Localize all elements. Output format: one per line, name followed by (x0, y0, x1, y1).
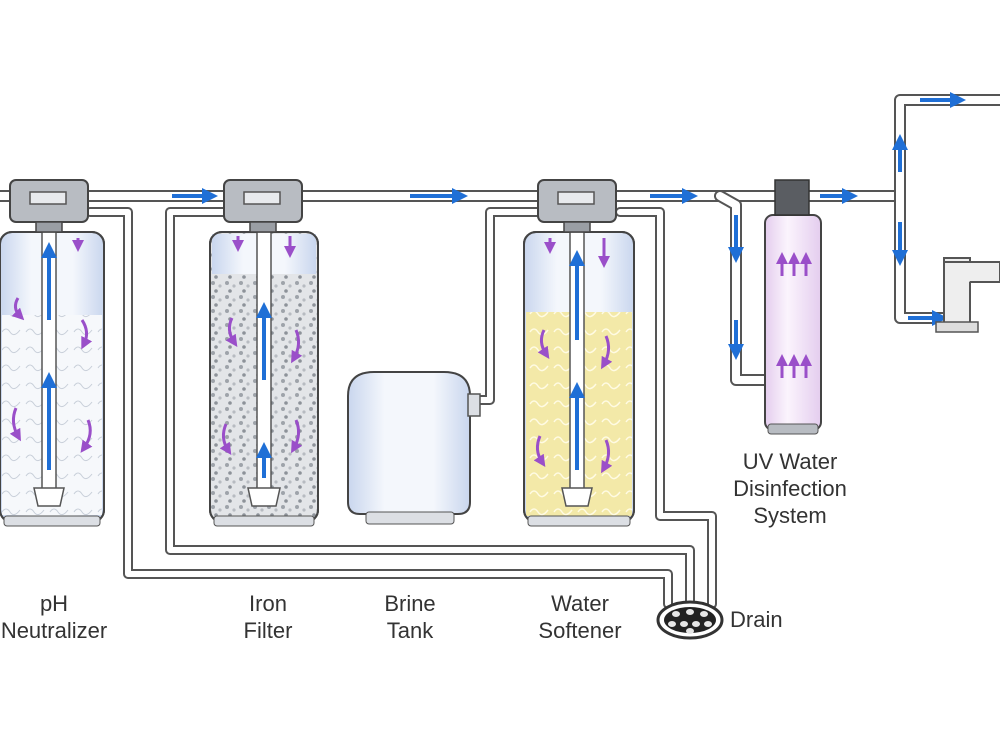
uv-feed-pipe (714, 190, 776, 386)
label-brine-tank: Brine Tank (350, 590, 470, 644)
water-softener-tank (523, 179, 635, 527)
label-line: Water (551, 591, 609, 616)
drain-grate-icon (656, 600, 724, 640)
label-line: Disinfection (733, 476, 847, 501)
label-line: Iron (249, 591, 287, 616)
flow-arrows (172, 92, 966, 360)
label-line: UV Water (742, 449, 838, 474)
label-line: Neutralizer (0, 618, 108, 643)
label-iron-filter: Iron Filter (208, 590, 328, 644)
control-valve-icon (537, 179, 617, 233)
brine-tank (347, 371, 481, 525)
label-line: Brine (384, 591, 436, 616)
uv-disinfection-unit (764, 179, 822, 435)
label-line: Tank (386, 618, 434, 643)
ph-neutralizer-tank (0, 179, 105, 527)
drain-pipes (85, 207, 717, 609)
label-line: Filter (243, 618, 293, 643)
label-water-softener: Water Softener (520, 590, 640, 644)
label-drain: Drain (730, 606, 800, 633)
label-ph-neutralizer: pH Neutralizer (0, 590, 114, 644)
label-line: pH (39, 591, 69, 616)
label-line: Softener (538, 618, 622, 643)
control-valve-icon (223, 179, 303, 233)
faucet-icon (935, 257, 1000, 333)
control-valve-icon (9, 179, 89, 233)
label-line: Drain (730, 607, 783, 632)
iron-filter-tank (209, 179, 319, 527)
label-uv-system: UV Water Disinfection System (720, 448, 860, 529)
label-line: System (753, 503, 827, 528)
